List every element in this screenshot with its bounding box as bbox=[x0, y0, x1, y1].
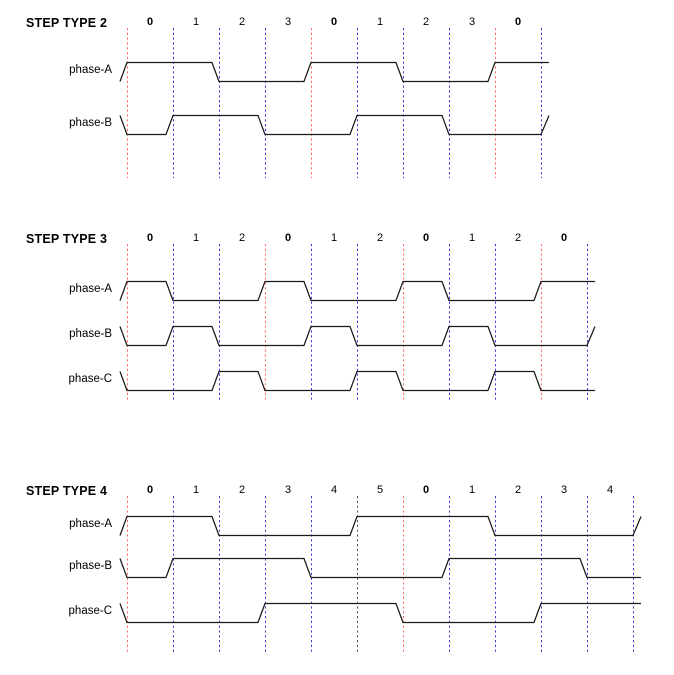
step-number-label: 0 bbox=[422, 484, 430, 496]
step-number-label: 1 bbox=[192, 16, 200, 28]
signal-label-phase-A: phase-A bbox=[69, 517, 112, 530]
step-number-label: 1 bbox=[468, 232, 476, 244]
waveform-phase-B bbox=[119, 557, 641, 579]
step-number-label: 2 bbox=[514, 484, 522, 496]
waveform-phase-B bbox=[119, 114, 550, 136]
step-number-label: 3 bbox=[284, 16, 292, 28]
step-number-label: 2 bbox=[514, 232, 522, 244]
step-number-label: 0 bbox=[422, 232, 430, 244]
step-number-label: 0 bbox=[146, 16, 154, 28]
section-title: STEP TYPE 4 bbox=[26, 484, 108, 498]
step-number-label: 1 bbox=[468, 484, 476, 496]
step-number-label: 2 bbox=[238, 232, 246, 244]
section-title: STEP TYPE 3 bbox=[26, 232, 108, 246]
signal-label-phase-B: phase-B bbox=[69, 116, 112, 129]
step-number-label: 0 bbox=[560, 232, 568, 244]
signal-label-phase-B: phase-B bbox=[69, 559, 112, 572]
waveform-phase-B bbox=[119, 325, 596, 347]
step-number-label: 2 bbox=[238, 16, 246, 28]
signal-label-phase-A: phase-A bbox=[69, 282, 112, 295]
waveform-phase-C bbox=[119, 370, 595, 392]
step-number-label: 0 bbox=[146, 232, 154, 244]
signal-label-phase-C: phase-C bbox=[68, 372, 112, 385]
step-number-label: 3 bbox=[284, 484, 292, 496]
step-number-label: 0 bbox=[284, 232, 292, 244]
step-number-label: 0 bbox=[330, 16, 338, 28]
section-title: STEP TYPE 2 bbox=[26, 16, 108, 30]
step-number-label: 5 bbox=[376, 484, 384, 496]
step-number-label: 3 bbox=[560, 484, 568, 496]
step-number-label: 0 bbox=[146, 484, 154, 496]
step-number-label: 1 bbox=[330, 232, 338, 244]
waveform-phase-A bbox=[119, 515, 642, 537]
step-number-label: 1 bbox=[376, 16, 384, 28]
step-number-label: 2 bbox=[422, 16, 430, 28]
signal-label-phase-C: phase-C bbox=[68, 604, 112, 617]
step-number-label: 2 bbox=[376, 232, 384, 244]
step-number-label: 4 bbox=[606, 484, 614, 496]
step-number-label: 4 bbox=[330, 484, 338, 496]
step-number-label: 0 bbox=[514, 16, 522, 28]
step-number-label: 1 bbox=[192, 484, 200, 496]
waveform-phase-C bbox=[119, 602, 641, 624]
step-number-label: 1 bbox=[192, 232, 200, 244]
step-number-label: 2 bbox=[238, 484, 246, 496]
waveform-phase-A bbox=[119, 280, 595, 302]
waveform-phase-A bbox=[119, 61, 549, 83]
step-number-label: 3 bbox=[468, 16, 476, 28]
signal-label-phase-A: phase-A bbox=[69, 63, 112, 76]
signal-label-phase-B: phase-B bbox=[69, 327, 112, 340]
